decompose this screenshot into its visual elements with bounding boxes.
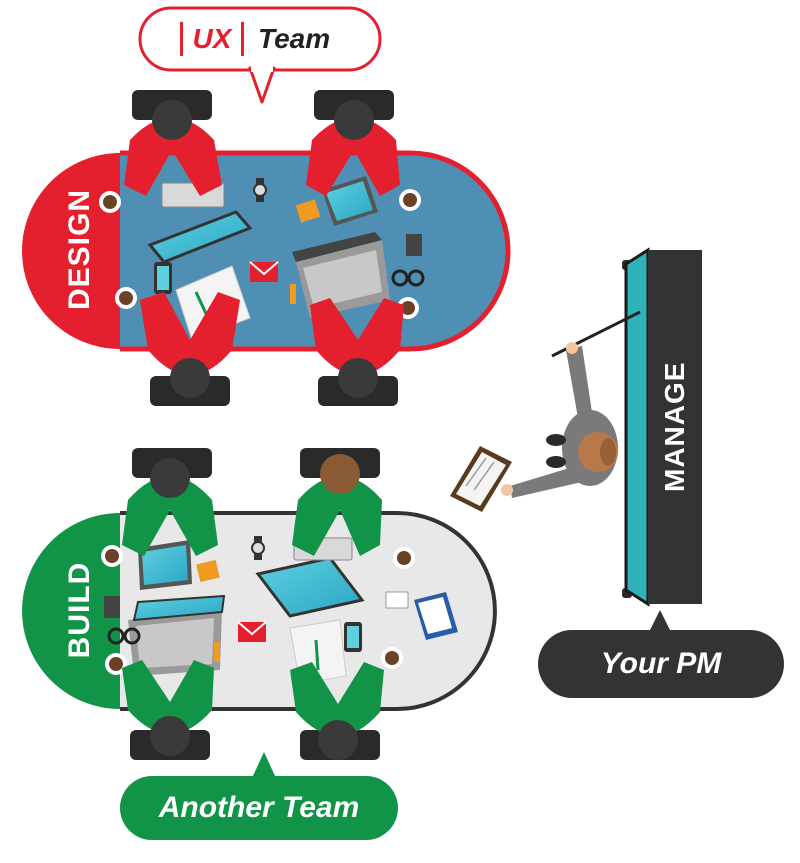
another-team-label: Another Team: [158, 791, 360, 824]
your-pm-label: Your PM: [600, 647, 722, 680]
person-design-1: [124, 100, 222, 196]
ux-team-label: Team: [258, 23, 331, 54]
pencil-icon: [214, 642, 220, 662]
manage-label: MANAGE: [659, 361, 690, 492]
sticky-note-icon: [196, 559, 220, 583]
manage-board: [622, 247, 702, 607]
monitor-icon: [255, 556, 365, 618]
watch-icon: [253, 178, 267, 202]
tablet-icon: [322, 176, 378, 226]
design-label: DESIGN: [63, 188, 96, 310]
person-build-1: [122, 458, 218, 556]
photo-card-icon: [385, 591, 409, 609]
build-table: [22, 448, 497, 760]
person-build-3: [122, 660, 214, 756]
person-build-4: [290, 662, 384, 760]
pencil-icon: [290, 284, 296, 304]
calculator-icon: [406, 234, 422, 256]
person-design-4: [310, 298, 404, 398]
laptop-icon: [292, 232, 390, 318]
binder-icon: [414, 592, 458, 640]
person-design-3: [140, 292, 240, 398]
pm-person: [450, 310, 641, 512]
envelope-icon: [249, 261, 279, 282]
envelope-icon: [237, 621, 267, 642]
coffee-cup-icon: [101, 545, 415, 675]
glasses-icon: [107, 627, 141, 645]
calculator-icon: [104, 596, 120, 618]
ux-badge-text: UX: [192, 23, 232, 54]
ux-team-bubble: [138, 6, 382, 104]
watch-icon: [251, 536, 265, 560]
laptop-icon: [128, 594, 226, 676]
build-label: BUILD: [63, 561, 96, 659]
person-build-2: [292, 454, 382, 556]
design-table: [22, 90, 511, 406]
your-pm-bubble: [538, 610, 784, 698]
sticky-note-icon: [295, 199, 321, 223]
glasses-icon: [391, 269, 425, 287]
person-design-2: [306, 100, 400, 196]
coffee-cup-icon: [99, 189, 421, 319]
clipboard-icon: [450, 446, 512, 512]
monitor-icon: [147, 210, 253, 264]
another-team-bubble: [120, 752, 398, 840]
tablet-icon: [138, 540, 192, 590]
ux-badge: UX: [180, 22, 244, 56]
